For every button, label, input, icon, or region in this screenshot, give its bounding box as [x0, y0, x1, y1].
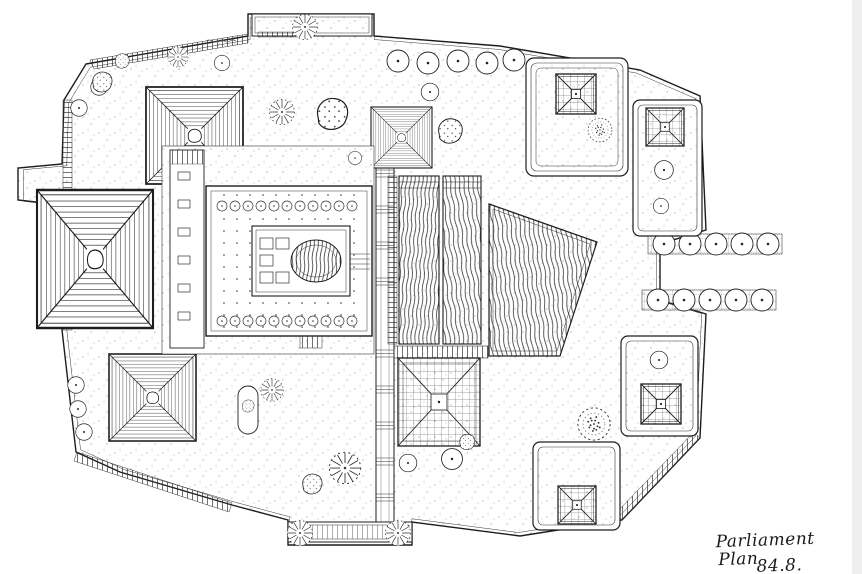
southeast-pavilion-lower	[532, 441, 621, 531]
east-pavilion-pyramid	[645, 107, 685, 147]
scan-edge-shadow	[852, 0, 862, 574]
east-avenue-upper	[647, 232, 783, 256]
landscape-planting	[67, 14, 526, 546]
assembly-hall	[251, 225, 370, 297]
northeast-pavilion	[525, 57, 629, 177]
southeast-pavilion-upper	[620, 335, 699, 437]
east-connector-steps	[393, 345, 489, 359]
southwest-pyramid	[108, 353, 197, 442]
north-gate-pyramid	[370, 106, 433, 169]
courtyard-tree-row-north	[216, 200, 358, 212]
east-pavilion	[632, 99, 703, 237]
caption-number: 84.8.	[756, 555, 802, 574]
handwritten-caption: Parliament Plan 84.8.	[714, 529, 815, 574]
south-walkway	[287, 521, 413, 543]
central-temple-complex	[161, 145, 375, 355]
illegible-annotation	[205, 39, 237, 43]
southeast-lower-pyramid	[557, 485, 597, 525]
east-pavilion-tree	[654, 160, 674, 180]
west-cloister	[169, 149, 205, 349]
east-avenue-lower	[641, 288, 777, 312]
hatched-garden-beds	[387, 175, 482, 345]
south-central-pyramid	[397, 357, 481, 447]
northeast-flower-bed	[587, 117, 613, 143]
southeast-upper-pyramid	[640, 383, 682, 425]
small-pond	[237, 385, 259, 435]
southeast-upper-tree	[649, 350, 669, 370]
caption-subtitle: Plan	[717, 549, 759, 570]
courtyard-tree-row-south	[216, 315, 358, 327]
south-entry-steps	[299, 335, 323, 349]
east-entry-steps	[350, 253, 370, 270]
northeast-pavilion-pyramid	[555, 73, 597, 115]
triangular-garden	[488, 203, 598, 357]
east-pavilion-tree-2	[652, 197, 670, 215]
caption-title: Parliament	[714, 529, 815, 552]
southeast-flower-bed	[577, 407, 611, 441]
chamber-oval	[290, 239, 342, 283]
west-great-pyramid	[35, 188, 155, 330]
